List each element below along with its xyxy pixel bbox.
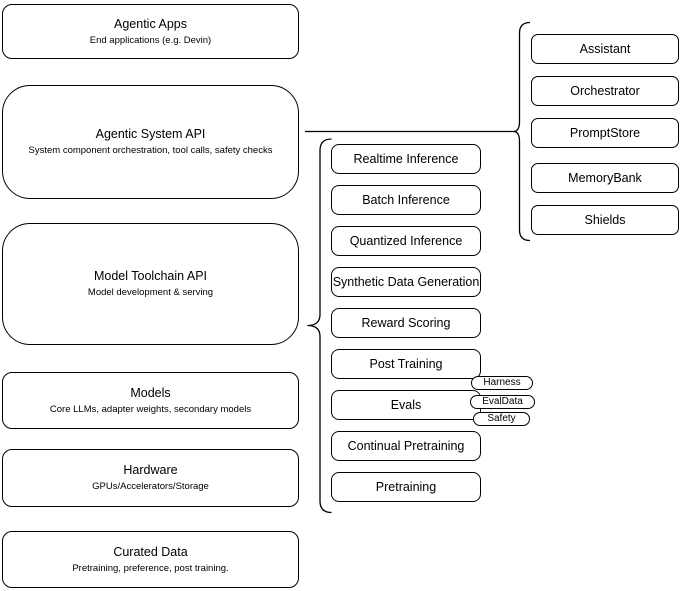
node-hardware: Hardware GPUs/Accelerators/Storage	[2, 449, 299, 507]
node-title: Synthetic Data Generation	[332, 274, 480, 289]
node-title: Model Toolchain API	[93, 269, 208, 283]
node-title: Reward Scoring	[361, 315, 451, 330]
node-model-toolchain-api: Model Toolchain API Model development & …	[2, 223, 299, 345]
node-title: Models	[130, 385, 171, 400]
node-assistant: Assistant	[531, 34, 679, 64]
node-title: Assistant	[579, 41, 631, 56]
node-subtitle: System component orchestration, tool cal…	[28, 145, 273, 156]
node-title: Post Training	[369, 356, 443, 371]
middle-group-brace	[307, 138, 332, 514]
node-title: Evals	[390, 397, 422, 412]
node-batch-inference: Batch Inference	[331, 185, 481, 215]
node-title: Realtime Inference	[353, 151, 459, 166]
node-agentic-system-api: Agentic System API System component orch…	[2, 85, 299, 199]
node-title: Agentic System API	[95, 127, 206, 141]
tag-harness: Harness	[471, 376, 533, 390]
node-shields: Shields	[531, 205, 679, 235]
node-quantized-inference: Quantized Inference	[331, 226, 481, 256]
node-models: Models Core LLMs, adapter weights, secon…	[2, 372, 299, 429]
node-evals: Evals	[331, 390, 481, 420]
node-subtitle: Pretraining, preference, post training.	[72, 562, 229, 574]
node-subtitle: GPUs/Accelerators/Storage	[92, 481, 209, 492]
node-reward-scoring: Reward Scoring	[331, 308, 481, 338]
node-title: PromptStore	[569, 125, 641, 140]
node-title: Agentic Apps	[114, 16, 187, 31]
node-orchestrator: Orchestrator	[531, 76, 679, 106]
node-title: Quantized Inference	[349, 233, 463, 248]
node-title: Shields	[584, 212, 626, 227]
node-title: Batch Inference	[362, 192, 450, 207]
node-memorybank: MemoryBank	[531, 163, 679, 193]
tag-safety: Safety	[473, 412, 530, 426]
node-post-training: Post Training	[331, 349, 481, 379]
node-title: Curated Data	[113, 544, 188, 559]
node-subtitle: Core LLMs, adapter weights, secondary mo…	[49, 403, 252, 415]
node-agentic-apps: Agentic Apps End applications (e.g. Devi…	[2, 4, 299, 59]
node-subtitle: End applications (e.g. Devin)	[89, 34, 212, 46]
node-title: Continual Pretraining	[347, 438, 465, 453]
node-curated-data: Curated Data Pretraining, preference, po…	[2, 531, 299, 588]
node-promptstore: PromptStore	[531, 118, 679, 148]
right-group-brace	[513, 21, 531, 242]
node-continual-pretraining: Continual Pretraining	[331, 431, 481, 461]
node-title: MemoryBank	[568, 170, 642, 185]
node-title: Pretraining	[375, 479, 437, 494]
node-pretraining: Pretraining	[331, 472, 481, 502]
node-title: Orchestrator	[570, 83, 640, 98]
node-realtime-inference: Realtime Inference	[331, 144, 481, 174]
node-synthetic-data-generation: Synthetic Data Generation	[331, 267, 481, 297]
node-subtitle: Model development & serving	[87, 287, 214, 298]
node-title: Hardware	[123, 463, 178, 477]
tag-evaldata: EvalData	[470, 395, 535, 409]
